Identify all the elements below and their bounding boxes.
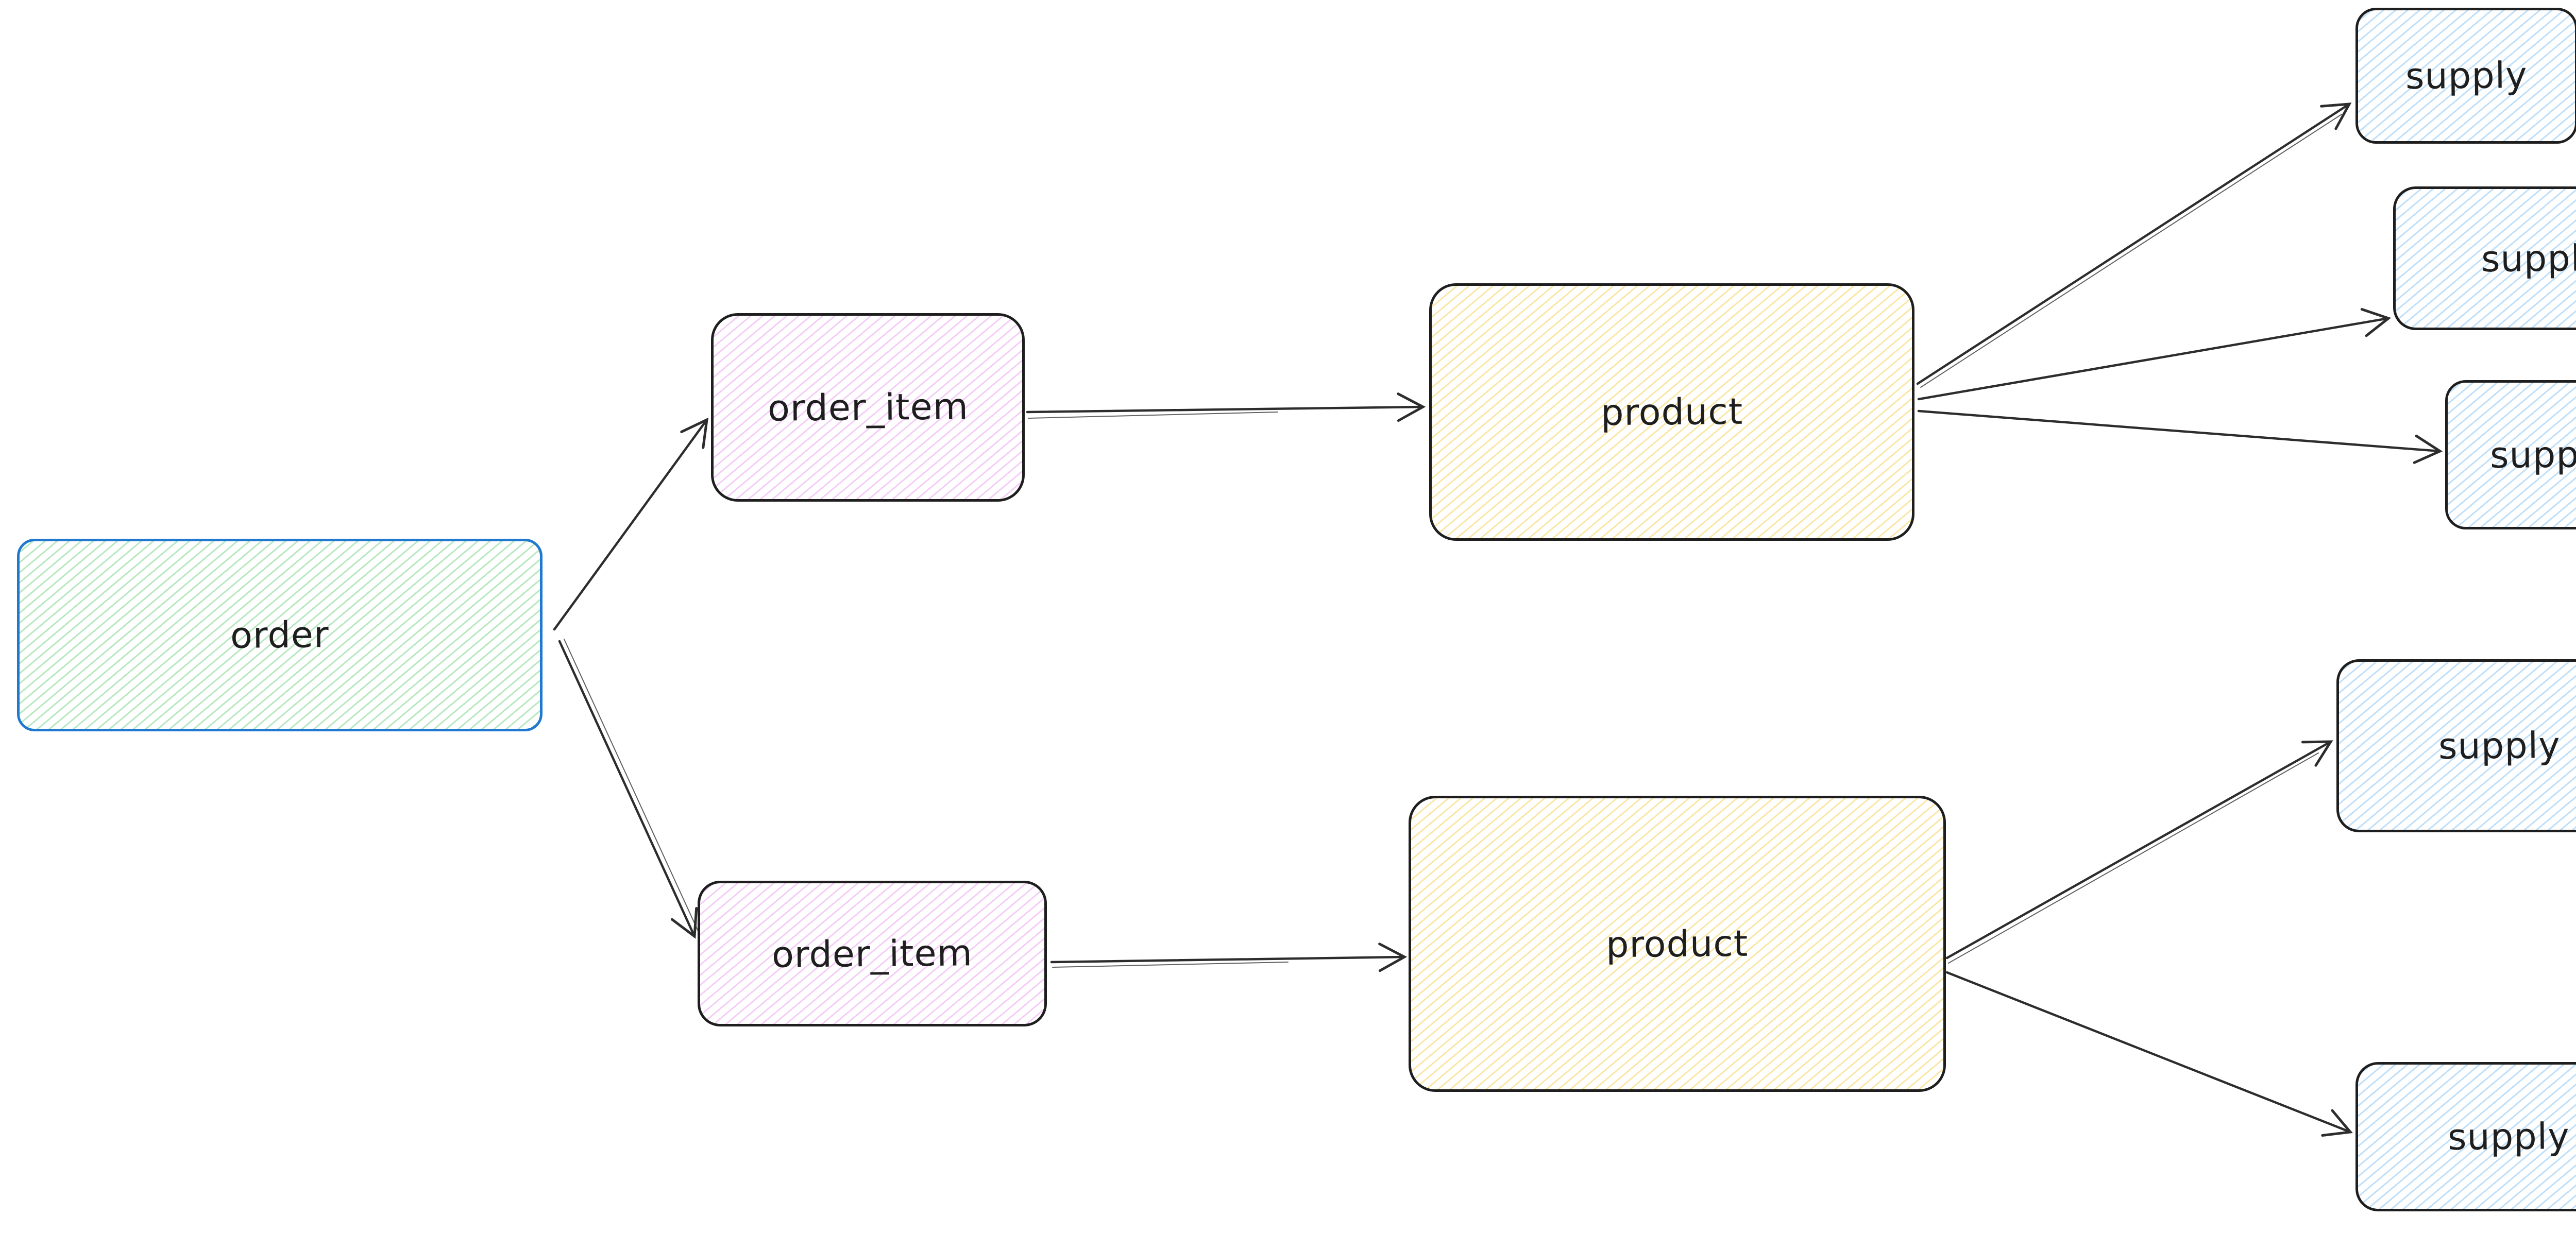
- edge-order-item-2-to-product-2: [1050, 943, 1408, 972]
- edge-order-to-order-item-2: [558, 640, 698, 939]
- node-supply-4-label: supply: [2438, 724, 2561, 768]
- node-order-item-2: order_item: [698, 881, 1047, 1026]
- node-order-label: order: [230, 613, 330, 657]
- edge-order-to-order-item-1: [553, 417, 709, 631]
- node-supply-2-label: supply: [2481, 236, 2576, 280]
- edge-order-item-1-to-product-1: [1026, 392, 1426, 422]
- edge-order-to-order-item-2-sketch: [564, 639, 700, 934]
- node-supply-3-label: supply: [2489, 433, 2576, 477]
- node-product-1-label: product: [1600, 390, 1743, 434]
- node-product-2-label: product: [1606, 922, 1749, 966]
- edge-product-1-to-supply-3: [1917, 409, 2443, 464]
- edge-order-item-1-to-product-1-sketch: [1028, 412, 1278, 419]
- node-supply-4: supply: [2336, 659, 2576, 832]
- node-order-item-1-label: order_item: [767, 385, 969, 430]
- node-supply-5: supply: [2355, 1062, 2576, 1211]
- node-order-item-2-label: order_item: [771, 931, 973, 976]
- node-order-item-1: order_item: [711, 313, 1025, 502]
- edge-product-1-to-supply-2: [1917, 308, 2392, 401]
- edge-product-2-to-supply-5: [1945, 971, 2353, 1137]
- edge-order-item-2-to-product-2-sketch: [1052, 962, 1289, 968]
- node-order: order: [17, 539, 543, 731]
- node-supply-2: supply: [2393, 186, 2576, 330]
- node-supply-1: supply: [2355, 8, 2576, 144]
- edge-product-2-to-supply-4-sketch: [1948, 752, 2319, 964]
- node-supply-1-label: supply: [2405, 54, 2528, 98]
- edge-product-1-to-supply-1-sketch: [1920, 114, 2342, 388]
- node-supply-3: supply: [2445, 380, 2576, 529]
- node-product-1: product: [1429, 283, 1914, 541]
- node-supply-5-label: supply: [2447, 1115, 2570, 1159]
- edge-product-1-to-supply-1: [1916, 102, 2352, 385]
- edge-product-2-to-supply-4: [1945, 740, 2333, 960]
- node-product-2: product: [1409, 796, 1946, 1092]
